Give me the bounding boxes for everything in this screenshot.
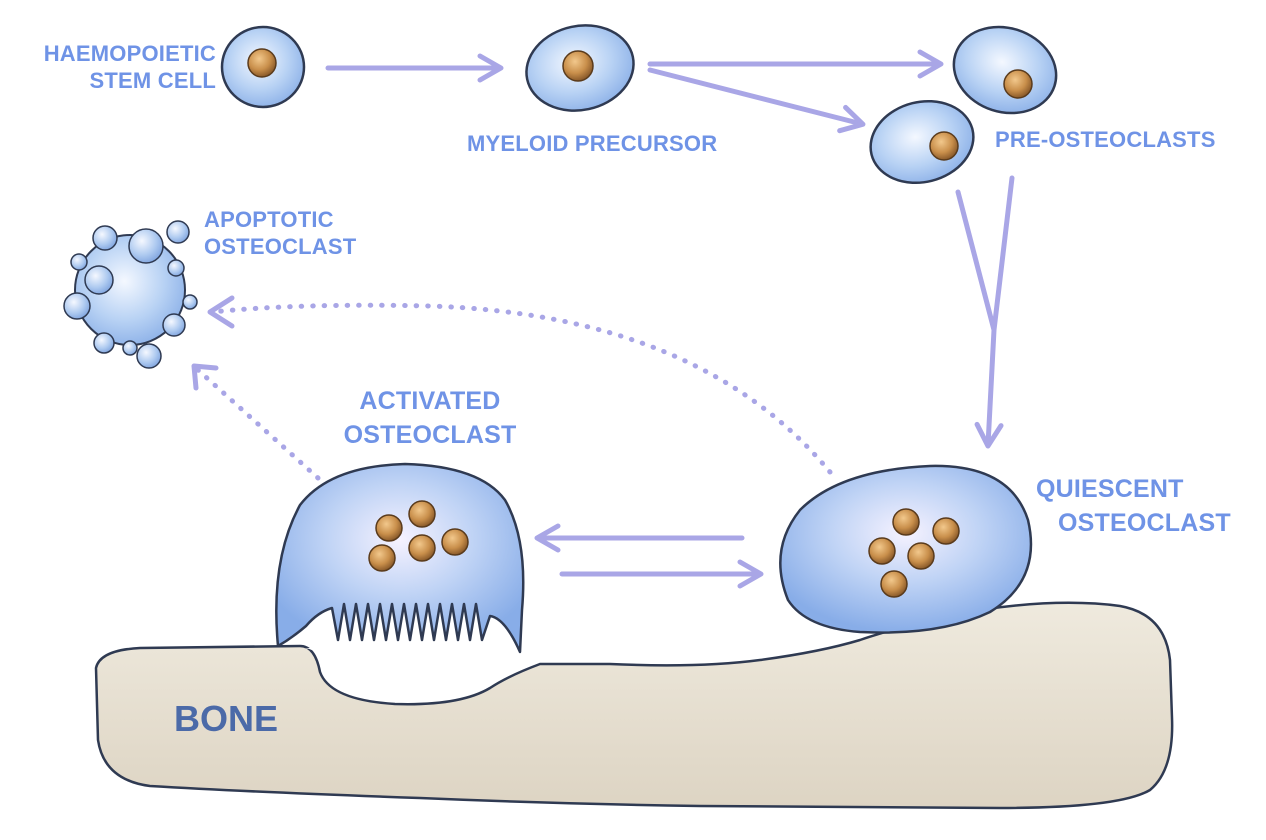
apoptotic-osteoclast-cell [63,220,198,369]
label-activated-line2: OSTEOCLAST [343,421,517,449]
label-haemopoietic-stem-cell: HAEMOPOIETIC STEM CELL [8,40,216,94]
haemopoietic-stem-cell [220,25,306,109]
label-apoptotic-line1: APOPTOTIC [204,207,334,232]
label-activated-osteoclast: ACTIVATED OSTEOCLAST [330,384,530,452]
arrow-fusion-down [974,327,1004,449]
arrow-preosteoclasts-to-quiescent [955,175,1015,331]
dotted-arrow-heads [191,295,235,391]
label-myeloid-precursor: MYELOID PRECURSOR [467,131,718,156]
quiescent-osteoclast-cell [779,464,1033,634]
pre-osteoclast-cell-lower [869,99,975,185]
label-apoptotic-osteoclast: APOPTOTIC OSTEOCLAST [204,206,356,260]
quiescent-osteoclast-nuclei [868,508,960,598]
label-quiescent-osteoclast: QUIESCENT OSTEOCLAST [1036,472,1231,540]
pre-osteoclast-cell-upper [952,25,1058,115]
activated-osteoclast-cell [275,462,525,654]
label-pre-osteoclasts: PRE-OSTEOCLASTS [995,127,1216,152]
label-hsc-line1: HAEMOPOIETIC [43,41,216,66]
solid-arrows [325,49,1015,589]
label-hsc-line2: STEM CELL [89,68,216,93]
label-activated-line1: ACTIVATED [359,387,501,415]
dotted-arrow-activated-to-apoptotic [195,367,321,481]
label-bone: BONE [174,698,279,739]
bone-tissue [94,601,1174,810]
label-apoptotic-line2: OSTEOCLAST [204,234,357,259]
activated-osteoclast-nuclei [368,500,469,572]
label-quiescent-line1: QUIESCENT [1036,475,1184,503]
label-quiescent-line2: OSTEOCLAST [1058,509,1231,537]
arrow-myeloid-to-preosteoclast-lower [647,67,866,134]
resorption-pit [305,648,490,703]
myeloid-precursor-cell [525,24,635,112]
dotted-arrows [195,302,833,481]
